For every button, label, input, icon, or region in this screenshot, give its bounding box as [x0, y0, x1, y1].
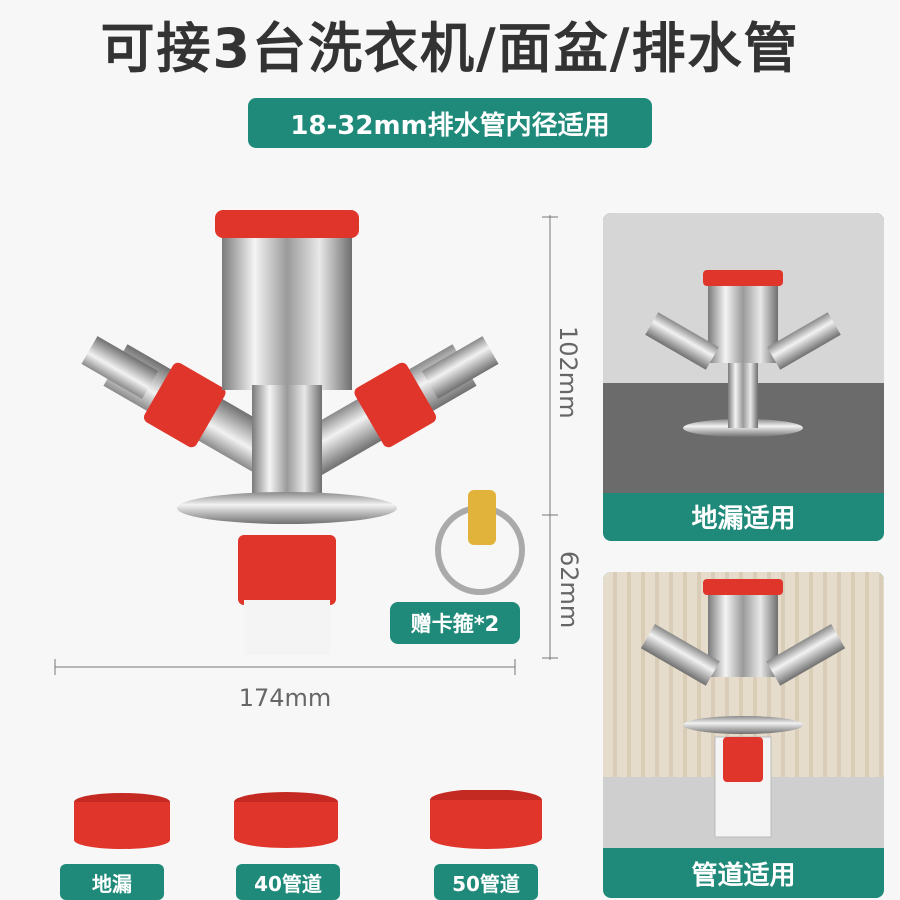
pipe-scene [640, 579, 846, 838]
dimension-height-bottom: 62mm [555, 551, 583, 629]
product-illustration [81, 210, 525, 655]
right-branch-arm [288, 336, 499, 481]
top-seal [215, 210, 359, 238]
card-pipe: 管道适用 [603, 572, 884, 898]
ring-label-floor-drain: 地漏 [60, 864, 164, 900]
dimension-height-top: 102mm [554, 326, 582, 419]
gift-clamp-badge: 赠卡箍*2 [390, 602, 520, 644]
ring-label-50-pipe: 50管道 [434, 864, 538, 900]
left-branch-arm [81, 336, 292, 481]
card-floor-drain-caption: 地漏适用 [691, 503, 796, 534]
subtitle-badge: 18-32mm排水管内径适用 [248, 98, 652, 148]
clamp-screw [468, 490, 496, 545]
floor-drain-scene [645, 270, 841, 437]
drain-tube [244, 600, 330, 655]
horizontal-dimension-line [54, 659, 516, 675]
ring-floor-drain [74, 793, 170, 849]
top-cup [222, 230, 352, 390]
ring-label-40-pipe: 40管道 [236, 864, 340, 900]
page-title: 可接3台洗衣机/面盆/排水管 [100, 17, 800, 80]
flange [177, 492, 397, 524]
bottom-seal [238, 535, 336, 605]
card-pipe-caption: 管道适用 [691, 860, 796, 891]
vertical-dimension-lines [542, 215, 558, 660]
ring-40-pipe [234, 792, 338, 848]
rubber-rings-row [74, 790, 542, 849]
dimension-width: 174mm [238, 684, 332, 712]
ring-50-pipe [430, 790, 542, 849]
card-floor-drain: 地漏适用 [603, 213, 884, 541]
